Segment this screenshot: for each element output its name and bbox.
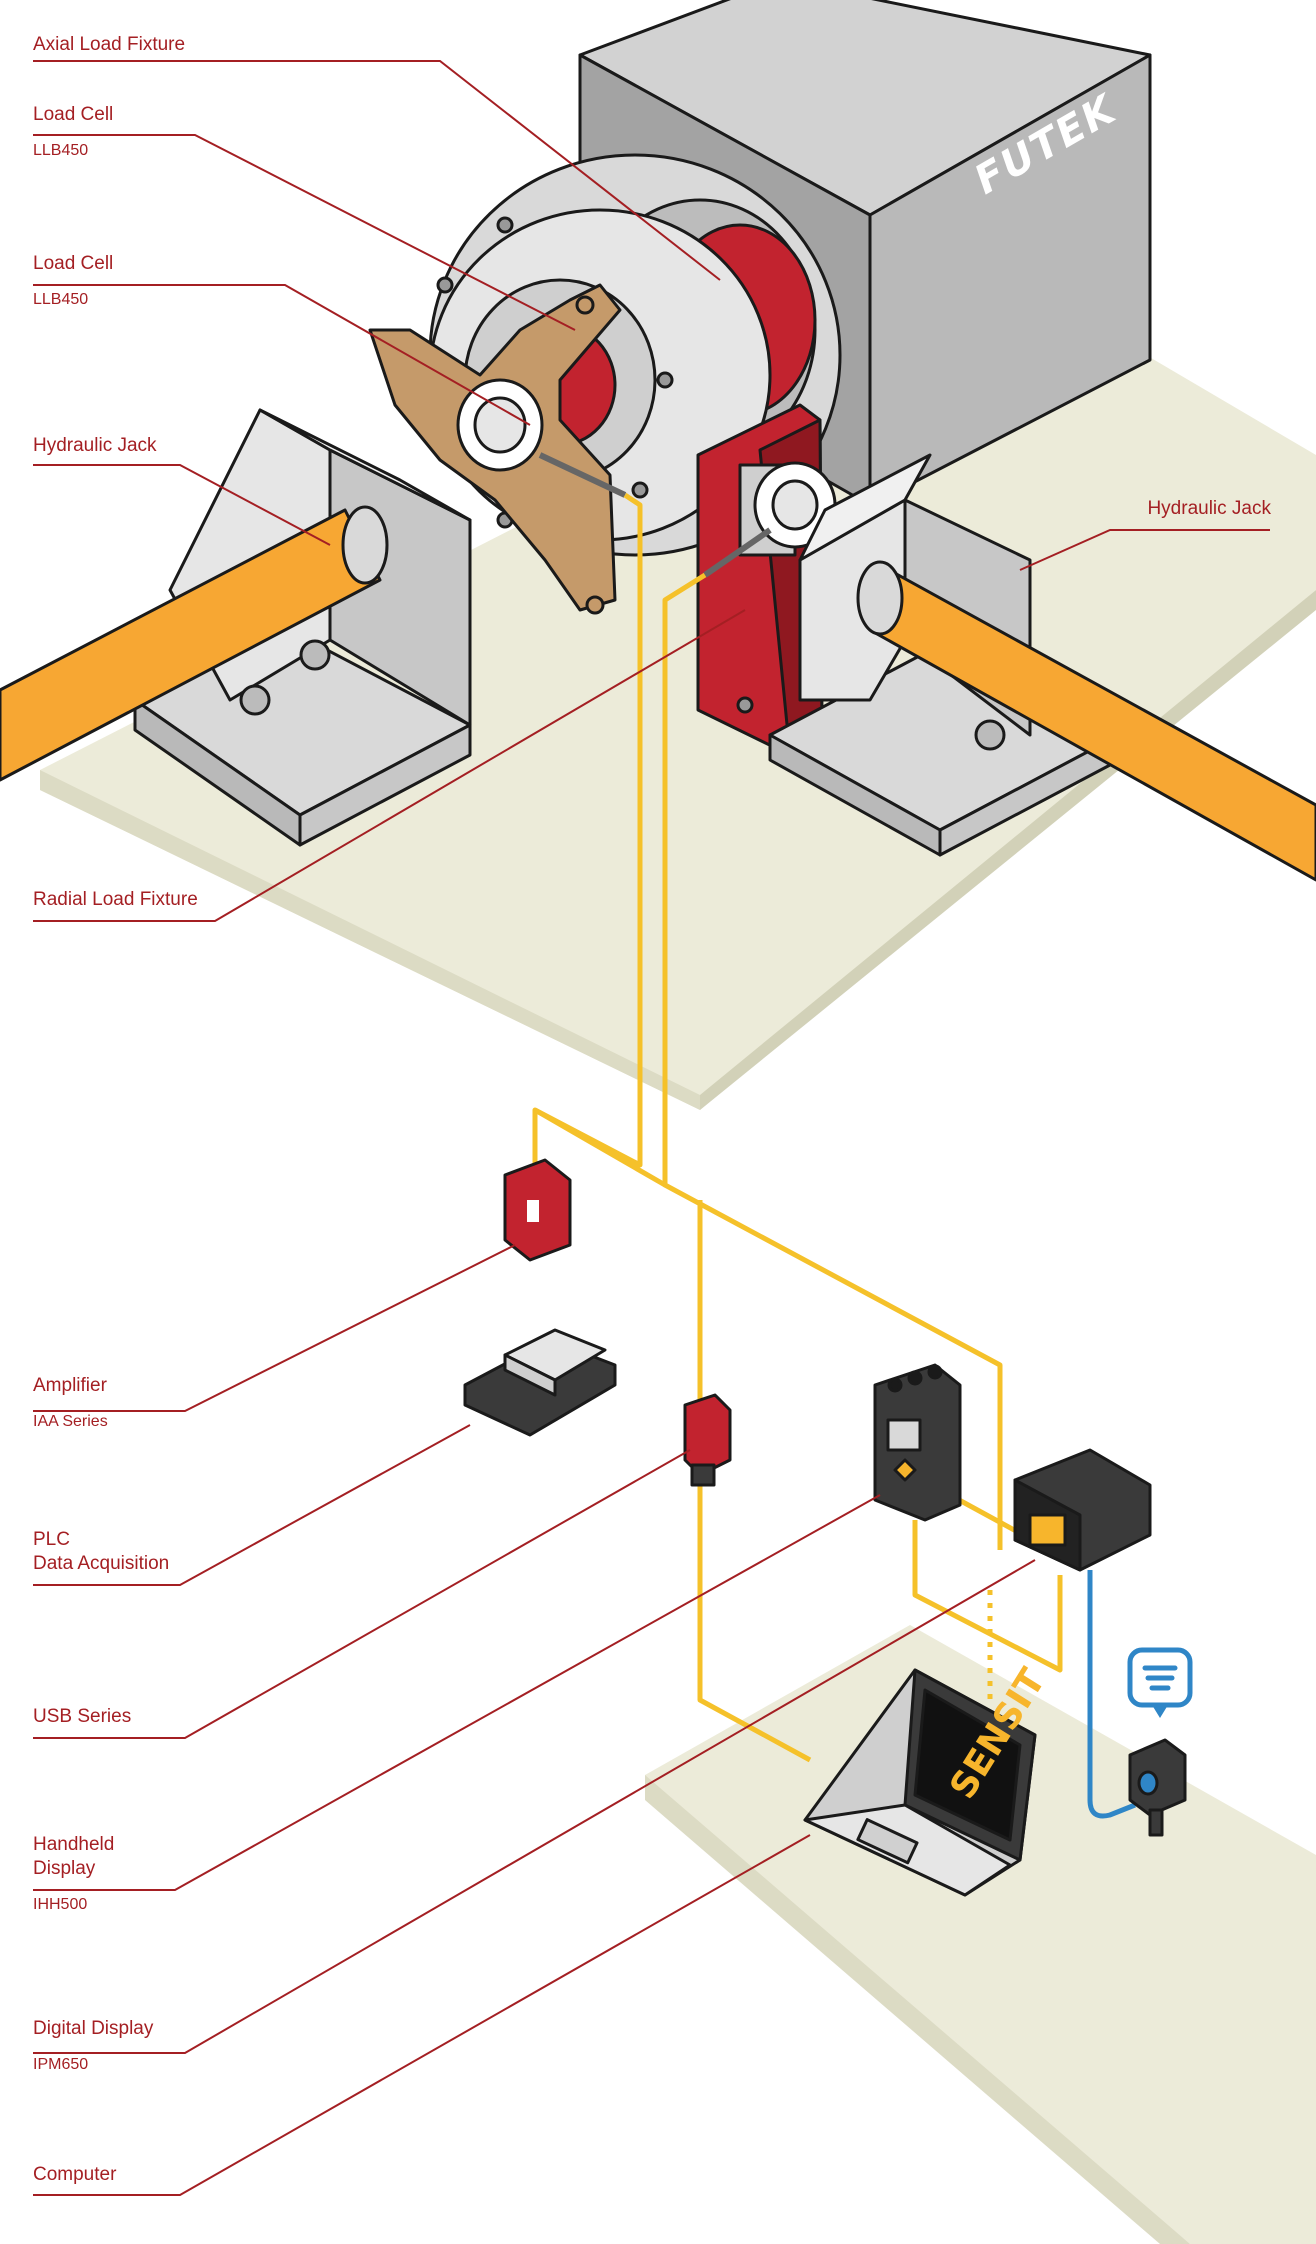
callout-title: Hydraulic Jack	[1147, 498, 1271, 519]
callout-title: Digital Display	[33, 2018, 154, 2039]
callout-axial-load-fixture: Axial Load Fixture	[33, 33, 185, 57]
left-hydraulic-jack	[0, 505, 389, 782]
callout-computer: Computer	[33, 2163, 116, 2187]
callout-load-cell-bottom: Load Cell LLB450	[33, 252, 113, 310]
callout-subtitle: IAA Series	[33, 1413, 108, 1430]
callout-plc: PLC Data Acquisition	[33, 1528, 169, 1576]
callout-hydraulic-jack-left: Hydraulic Jack	[33, 434, 157, 458]
callout-title: USB Series	[33, 1706, 132, 1727]
callout-title: Handheld Display	[33, 1834, 115, 1879]
callout-subtitle: LLB450	[33, 291, 89, 308]
wireless-sensor	[1128, 1738, 1187, 1837]
callout-hydraulic-jack-right: Hydraulic Jack	[1147, 497, 1271, 521]
wireless-signal-icon	[1127, 1647, 1193, 1718]
callout-title: Axial Load Fixture	[33, 34, 186, 55]
callout-amplifier: Amplifier IAA Series	[33, 1374, 108, 1432]
callout-title: Amplifier	[33, 1375, 107, 1396]
callout-title: PLC Data Acquisition	[33, 1529, 170, 1574]
callout-handheld: Handheld Display IHH500	[33, 1833, 114, 1915]
amplifier-device	[503, 1158, 572, 1262]
callout-title: Load Cell	[33, 253, 114, 274]
handheld-display-device	[873, 1363, 962, 1522]
callout-subtitle: IPM650	[33, 2056, 89, 2073]
callout-digital-display: Digital Display IPM650	[33, 2017, 153, 2075]
callout-subtitle: LLB450	[33, 142, 89, 159]
callout-load-cell-top: Load Cell LLB450	[33, 103, 113, 161]
callout-title: Radial Load Fixture	[33, 889, 198, 910]
digital-display-device	[1013, 1448, 1152, 1572]
callout-title: Load Cell	[33, 104, 114, 125]
callout-title: Computer	[33, 2164, 117, 2185]
callout-subtitle: IHH500	[33, 1896, 88, 1913]
callout-usb: USB Series	[33, 1705, 131, 1729]
wireless-sensor-cable	[1087, 1570, 1136, 1819]
callout-leader-lines	[33, 60, 1270, 2196]
plc-module	[463, 1328, 617, 1437]
usb-device	[683, 1393, 732, 1487]
right-hydraulic-jack	[856, 560, 1316, 882]
axial-load-fixture	[368, 283, 627, 615]
callout-radial-load-fixture: Radial Load Fixture	[33, 888, 198, 912]
callout-title: Hydraulic Jack	[33, 435, 157, 456]
